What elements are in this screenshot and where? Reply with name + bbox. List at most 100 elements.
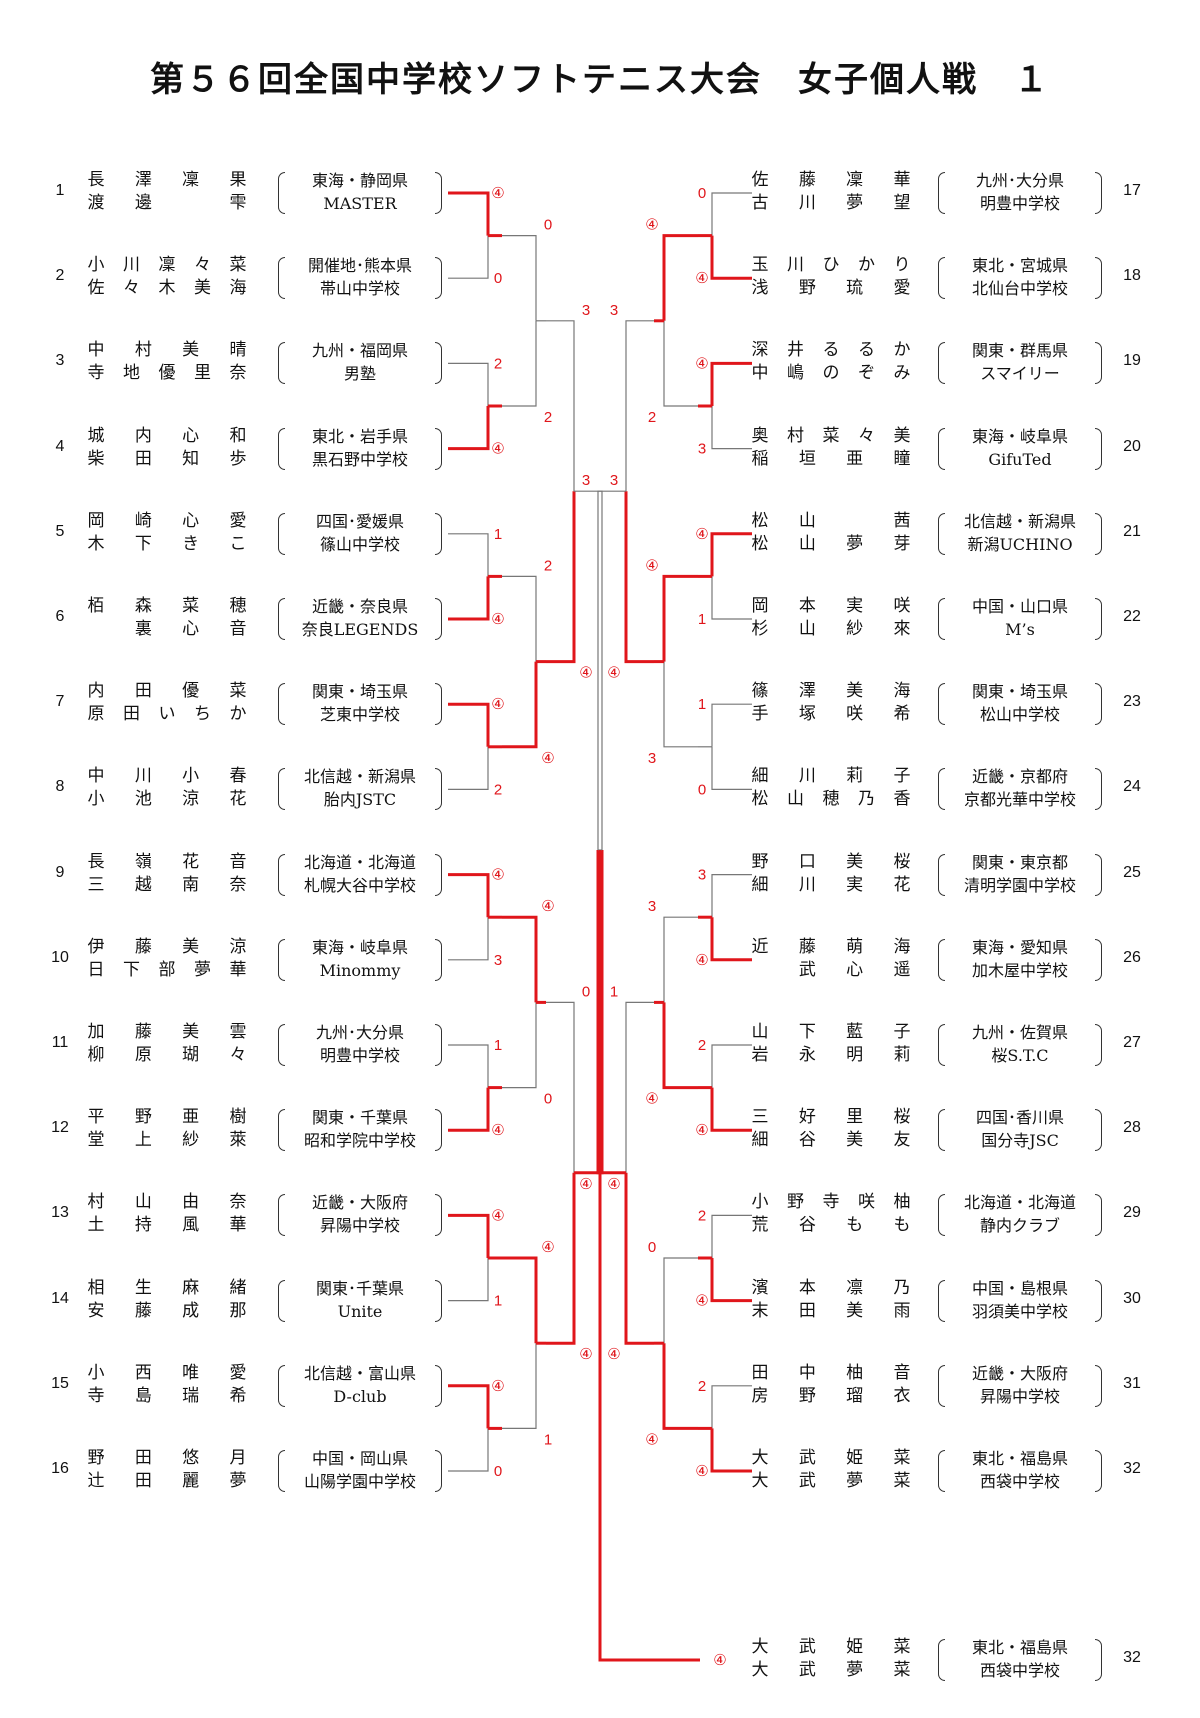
name-char: 芽	[893, 533, 911, 554]
name-char: 音	[229, 619, 247, 639]
r1-line	[448, 1258, 489, 1302]
name-char: 心	[182, 510, 200, 531]
player-names: 岡本実咲杉山紗來	[750, 595, 912, 641]
school: 篠山中学校	[319, 534, 400, 554]
player-name: 山下藍子	[750, 1021, 912, 1044]
name-char: 川	[123, 255, 140, 276]
r1-line	[711, 873, 752, 918]
name-char: 野	[134, 1107, 152, 1128]
entry-number: 16	[51, 1460, 69, 1477]
name-char: き	[182, 533, 200, 554]
name-char: 越	[134, 874, 152, 895]
player-name: 房野瑠衣	[750, 1385, 912, 1408]
team-info: 九州･大分県明豊中学校	[278, 1021, 442, 1067]
name-char: 田	[134, 1448, 152, 1468]
score-label: 1	[698, 696, 706, 713]
player-name: 柳原瑚々	[86, 1044, 248, 1067]
name-char: 緒	[229, 1277, 247, 1298]
region: 四国･愛媛県	[315, 511, 404, 531]
region: 北信越・新潟県	[303, 767, 416, 787]
region: 中国・山口県	[971, 597, 1068, 616]
r3-line	[625, 320, 654, 492]
name-char: 藤	[134, 1300, 152, 1321]
name-char: 武	[798, 1637, 816, 1657]
player-name: 内田優菜	[86, 680, 248, 703]
player-name: 濱本凛乃	[750, 1277, 912, 1300]
r1-line	[711, 576, 752, 620]
name-char: 知	[182, 448, 200, 469]
team-info: 北海道・北海道静内クラブ	[938, 1191, 1102, 1237]
school: 男塾	[343, 364, 376, 384]
name-char: 遥	[893, 959, 911, 980]
name-char: り	[893, 255, 911, 276]
school: 北仙台中学校	[971, 279, 1068, 299]
entry-number: 28	[1123, 1119, 1141, 1137]
team-info: 東北・福島県西袋中学校	[938, 1447, 1102, 1493]
name-char: 華	[893, 170, 911, 190]
name-char: 大	[751, 1448, 769, 1468]
player-name: 小池涼花	[86, 788, 248, 811]
region: 東海・愛知県	[971, 937, 1068, 957]
name-char: 奈	[229, 363, 247, 384]
region: 関東・東京都	[971, 852, 1068, 872]
name-char: 村	[787, 425, 804, 446]
bracket-paren-left	[278, 1450, 285, 1492]
name-char: 武	[798, 1471, 816, 1491]
r1-line	[710, 235, 752, 280]
school: 芝東中学校	[319, 705, 400, 725]
entry-number: 15	[51, 1374, 69, 1392]
name-char: 森	[134, 596, 152, 616]
name-char: 夢	[846, 1471, 864, 1491]
name-char: 望	[893, 193, 911, 213]
name-char: 大	[751, 1660, 769, 1680]
name-char: 友	[893, 1130, 911, 1151]
r1-line	[448, 406, 490, 451]
player-names: 相生麻緒安藤成那	[86, 1277, 248, 1323]
name-char: 桜	[893, 1107, 911, 1128]
name-char: 内	[134, 425, 152, 446]
player-names: 大武姫菜大武夢菜	[750, 1636, 912, 1682]
player-names: 中川小春小池涼花	[86, 765, 248, 811]
name-char: 寺	[87, 1385, 105, 1406]
region: 九州・佐賀県	[971, 1023, 1068, 1042]
r2-line	[502, 575, 537, 662]
name-char: 藤	[798, 170, 816, 190]
region: 関東・埼玉県	[971, 682, 1068, 702]
name-char: 土	[87, 1215, 105, 1236]
name-char: 口	[798, 851, 816, 872]
name-char: 野	[751, 851, 769, 872]
score-label: 0	[494, 270, 502, 287]
bracket-paren-left	[278, 938, 285, 981]
school: 明豊中学校	[979, 194, 1060, 213]
name-char: 夢	[229, 1471, 247, 1491]
name-char: 里	[194, 363, 211, 384]
name-char: 穂	[822, 789, 840, 810]
score-label: 1	[544, 1431, 552, 1448]
champion-line	[598, 850, 700, 1662]
name-char: 末	[751, 1300, 769, 1321]
team-info: 関東・東京都清明学園中学校	[938, 851, 1102, 897]
name-char: 奈	[229, 1192, 247, 1213]
name-char: 唯	[182, 1362, 200, 1383]
name-char: 細	[751, 766, 769, 787]
name-char: 夢	[846, 1660, 864, 1680]
entry-number: 8	[55, 778, 65, 796]
name-char: 美	[893, 425, 911, 446]
name-char: 寺	[822, 1192, 840, 1213]
player-name: 岡本実咲	[750, 595, 912, 618]
entry-number: 14	[51, 1289, 69, 1307]
player-name: 細川実花	[750, 874, 912, 897]
r2-line	[502, 661, 538, 749]
name-char: 瑠	[846, 1385, 864, 1406]
name-char: 澤	[798, 681, 816, 702]
score-label: ④	[541, 898, 554, 915]
name-char: 野	[798, 278, 816, 299]
